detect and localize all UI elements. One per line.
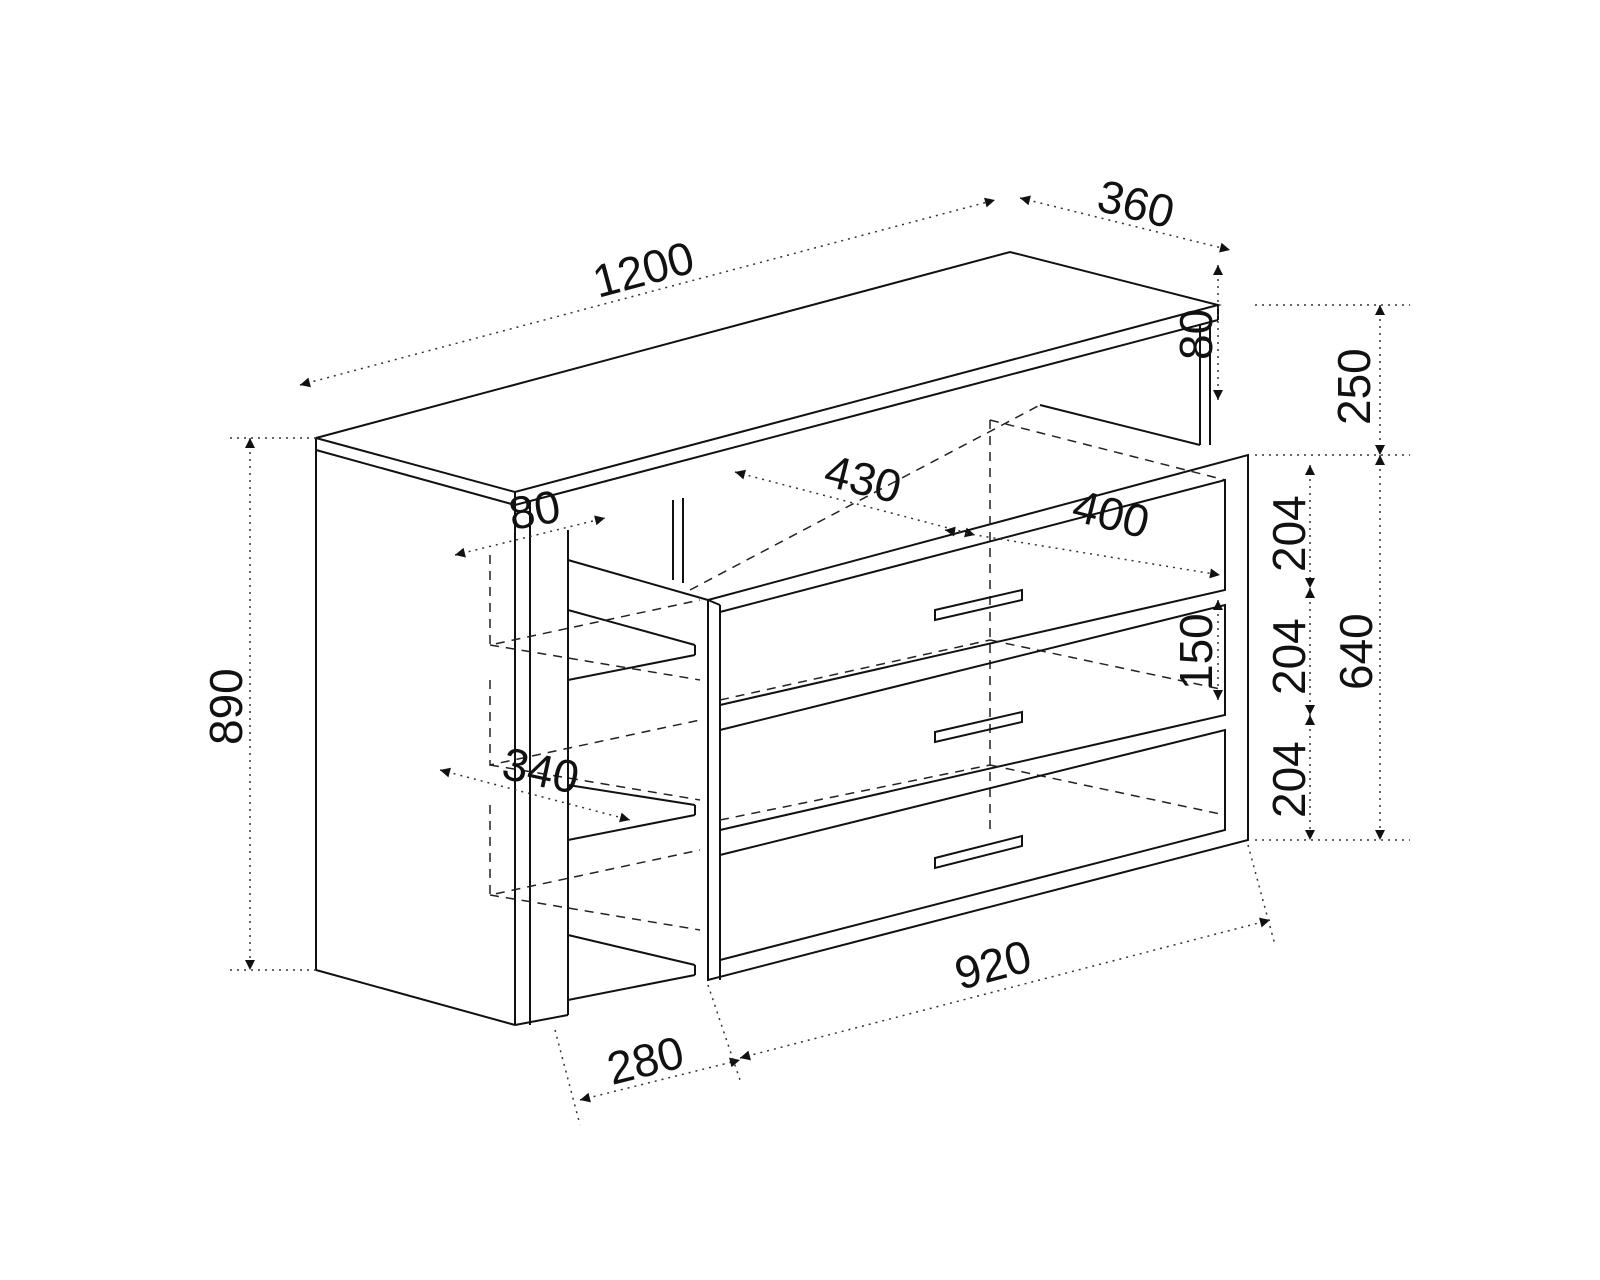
drawer-2[interactable] <box>719 603 1226 831</box>
dim-204-drawer1: 204 <box>1263 495 1315 572</box>
dim-204-drawer2: 204 <box>1263 618 1315 695</box>
dim-430: 430 <box>820 444 907 513</box>
dim-280: 280 <box>602 1026 689 1095</box>
dim-640: 640 <box>1330 613 1382 690</box>
dim-920: 920 <box>949 930 1037 1000</box>
dim-400: 400 <box>1068 479 1155 548</box>
dim-80-top: 80 <box>1170 309 1222 360</box>
dim-890: 890 <box>200 668 252 745</box>
top-slab <box>315 250 1222 506</box>
drawer-block <box>689 404 1249 982</box>
drawer-1-handle <box>934 588 1023 622</box>
drawer-3-handle <box>934 834 1023 870</box>
dim-360: 360 <box>1093 169 1180 238</box>
dim-1200: 1200 <box>587 231 699 308</box>
dim-150: 150 <box>1170 613 1222 690</box>
dimension-lines <box>230 195 1410 1126</box>
dim-204-drawer3: 204 <box>1263 741 1315 818</box>
drawer-2-handle <box>934 710 1023 744</box>
dim-80-side: 80 <box>505 480 564 540</box>
dim-250: 250 <box>1328 348 1380 425</box>
drawer-3[interactable] <box>719 728 1226 961</box>
